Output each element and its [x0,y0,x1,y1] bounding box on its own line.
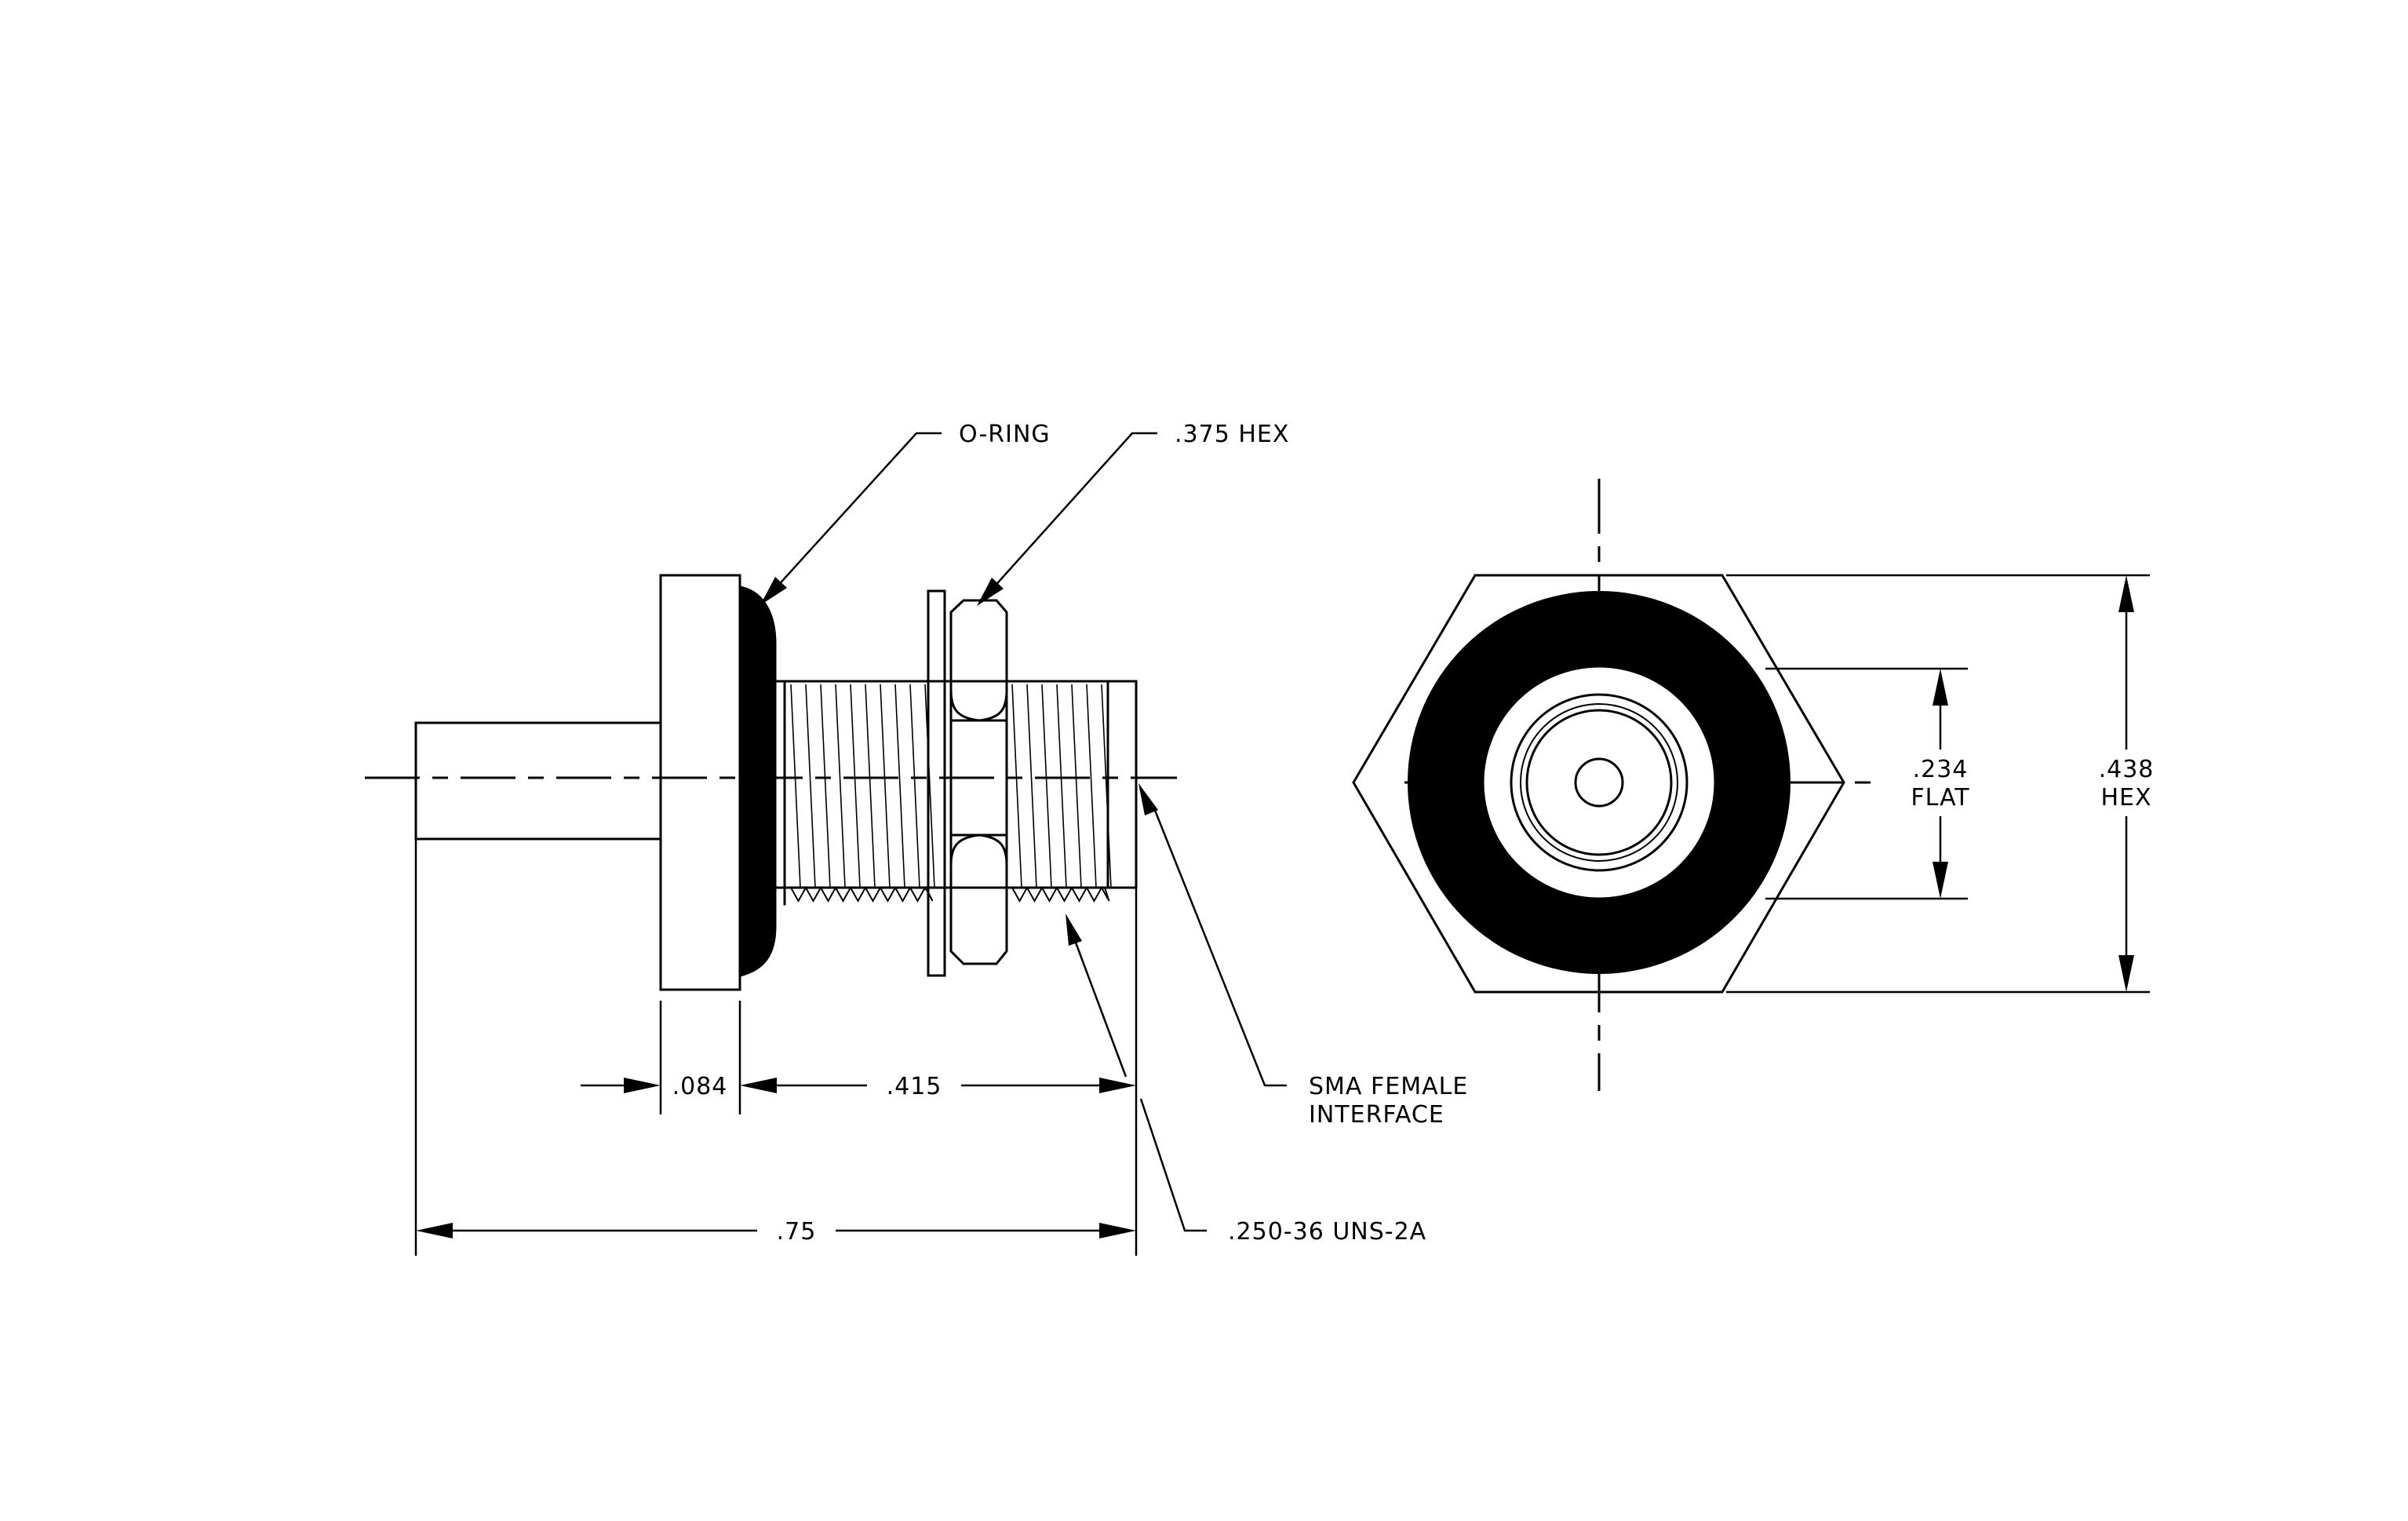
o-ring-label: O-RING [959,421,1051,448]
thread-line [894,684,905,888]
thread-line [820,684,831,888]
dim-415-label: .415 [887,1073,942,1100]
thread-teeth-segment [1011,885,1110,903]
thread-lines [790,684,1112,903]
thread-line [1026,684,1037,888]
hex-nut [949,599,1008,965]
thread-line [1086,684,1097,888]
o-ring [738,585,777,977]
front-view [1352,479,2150,1091]
flange [659,574,741,991]
thread-teeth-segment [790,885,934,903]
front-face [1481,665,1717,900]
hex-375-label: .375 HEX [1175,421,1289,448]
sma-label-line1: SMA FEMALE [1309,1073,1468,1100]
hex-outline [1352,574,1845,994]
thread-line [835,684,846,888]
center-contact [1574,757,1624,808]
side-leaders: O-RING .375 HEX SMA FEMALE INTERFACE .25… [760,421,1468,1246]
thread-line [1101,684,1112,888]
thread-label: .250-36 UNS-2A [1228,1218,1426,1246]
thread-line [790,684,801,888]
side-dimensions: .084 .415 .75 [416,1073,1136,1246]
thread-line [805,684,816,888]
washer [927,589,946,977]
thread-line [1041,684,1052,888]
hex-value-label: .438 [2099,756,2155,783]
side-view [365,574,1177,1256]
thread-line [865,684,876,888]
sma-label-line2: INTERFACE [1309,1101,1444,1129]
dim-084-label: .084 [672,1073,728,1100]
interface-ring-mid [1520,703,1678,862]
flat-word-label: FLAT [1911,784,1969,812]
flat-value-label: .234 [1913,756,1969,783]
interface-ring-outer [1510,693,1689,872]
dim-75-label: .75 [777,1218,817,1246]
thread-line [880,684,891,888]
interface-ring-inner [1525,709,1673,856]
thread-line [924,684,935,888]
thread-line [1011,684,1022,888]
front-dimensions: .234 FLAT .438 HEX [1911,575,2155,992]
thread-line [850,684,861,888]
rear-pin [414,721,662,841]
thread-line [1056,684,1067,888]
thread-line [909,684,920,888]
hex-word-label: HEX [2100,784,2151,812]
thread-line [1071,684,1082,888]
